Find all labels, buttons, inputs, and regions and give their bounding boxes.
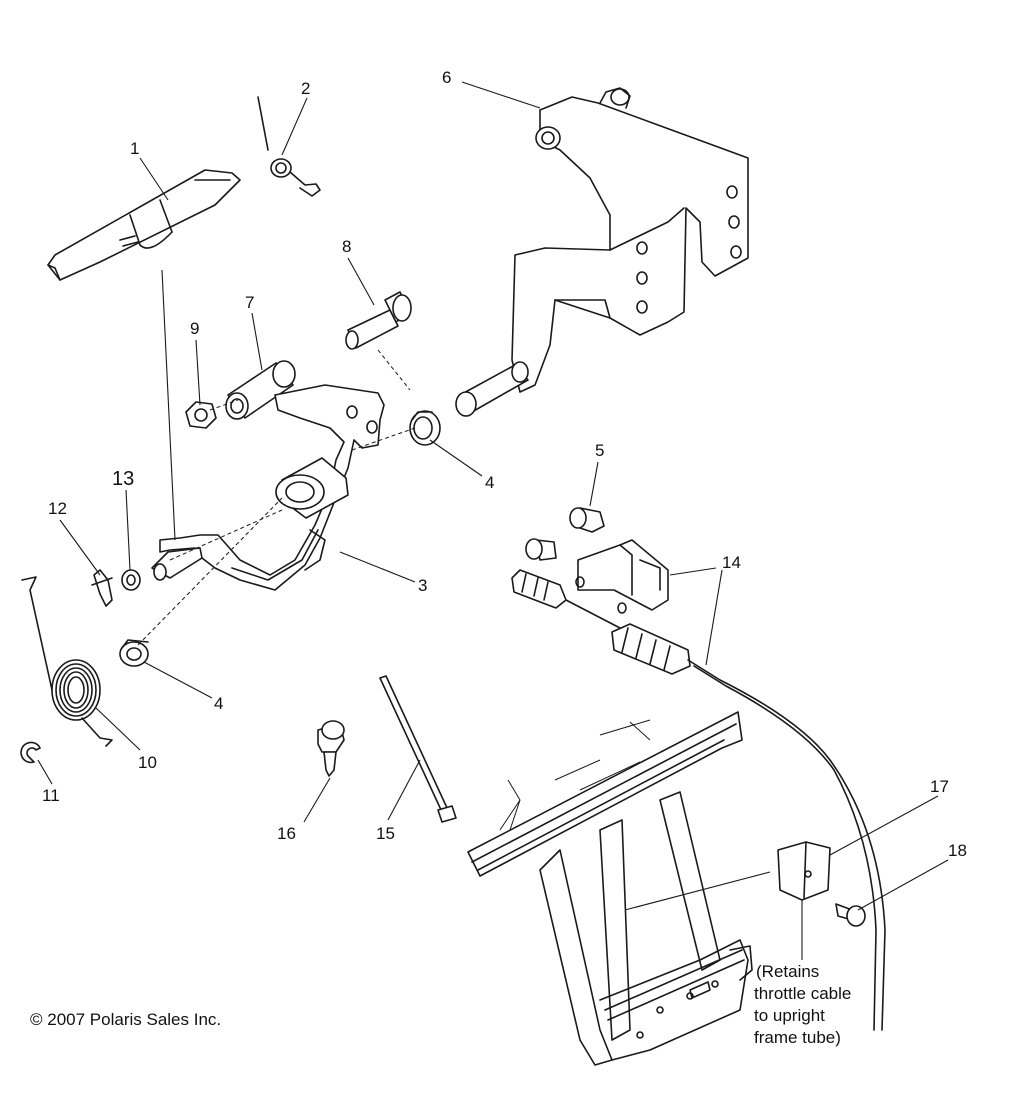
copyright-text: © 2007 Polaris Sales Inc. — [30, 1010, 221, 1029]
callout-6: 6 — [442, 68, 451, 87]
part-7-tube — [225, 360, 296, 420]
callout-3: 3 — [418, 576, 427, 595]
note-line-1: (Retains — [756, 962, 819, 981]
part-15-cable-tie — [379, 675, 457, 823]
callout-15: 15 — [376, 824, 395, 843]
note-line-4: frame tube) — [754, 1028, 841, 1047]
part-6-bracket — [511, 87, 749, 393]
part-10-torsion-spring — [21, 576, 113, 747]
callout-17: 17 — [930, 777, 949, 796]
callout-labels: 1 2 3 4 4 5 6 7 8 9 10 11 12 13 14 15 16… — [42, 68, 967, 860]
part-13-washer — [121, 569, 141, 591]
callout-9: 9 — [190, 319, 199, 338]
callout-18: 18 — [948, 841, 967, 860]
callout-1: 1 — [130, 139, 139, 158]
callout-11: 11 — [42, 786, 60, 805]
callout-7: 7 — [245, 293, 254, 312]
part-3-pedal-arm — [151, 384, 385, 591]
bracket-shaft — [455, 361, 529, 417]
callout-16: 16 — [277, 824, 296, 843]
part-12-cotter-pin — [91, 569, 113, 607]
callout-13: 13 — [112, 468, 134, 490]
callout-8: 8 — [342, 237, 351, 256]
leader-lines — [37, 81, 949, 960]
part-2-spring — [257, 96, 321, 197]
part-9-nut — [185, 401, 217, 429]
part-16-push-fastener — [317, 720, 345, 777]
part-1-pedal-pad — [47, 169, 241, 281]
part-14-throttle-cable — [511, 539, 886, 1031]
callout-4-upper: 4 — [485, 473, 494, 492]
callout-12: 12 — [48, 499, 67, 518]
callout-2: 2 — [301, 79, 310, 98]
note-line-3: to upright — [754, 1006, 825, 1025]
part-17-clip — [777, 841, 831, 901]
part-8-bolt — [345, 291, 412, 350]
callout-14: 14 — [722, 553, 741, 572]
upright-frame — [467, 711, 753, 1066]
part-11-e-clip — [20, 741, 41, 764]
callout-10: 10 — [138, 753, 157, 772]
retainer-note: (Retains throttle cable to upright frame… — [754, 962, 851, 1047]
part-18-screw — [835, 903, 866, 927]
callout-4-lower: 4 — [214, 694, 223, 713]
note-line-2: throttle cable — [754, 984, 851, 1003]
part-4-bushing-lower — [119, 639, 149, 667]
callout-5: 5 — [595, 441, 604, 460]
part-5-pin — [525, 507, 605, 561]
